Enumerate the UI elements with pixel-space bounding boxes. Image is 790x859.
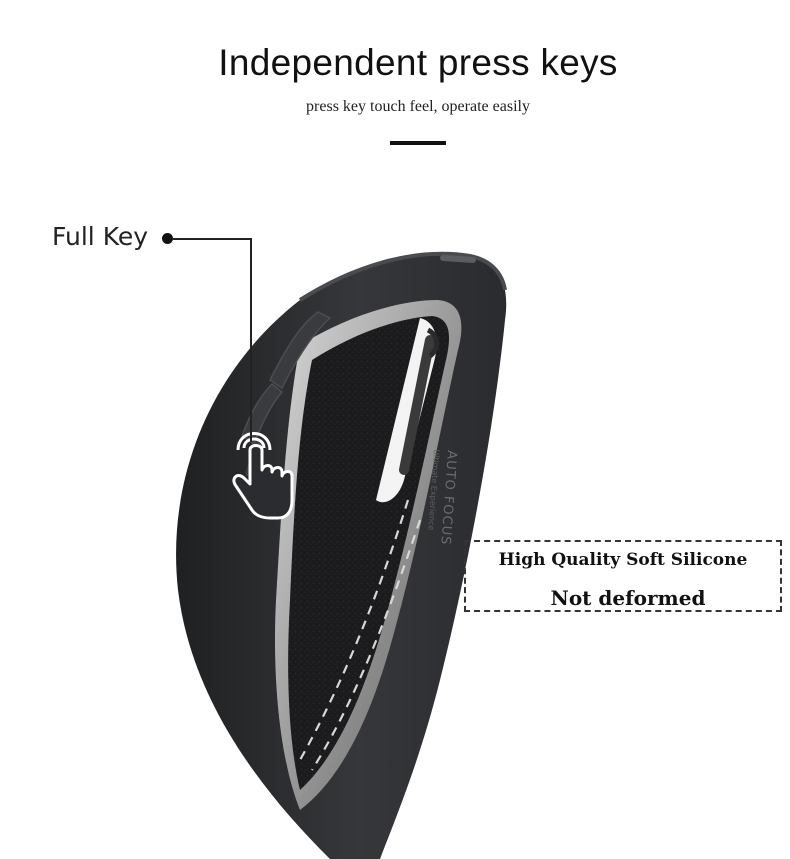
quality-badge-line2: Not deformed [550,586,706,610]
finger-tap-icon [232,432,294,520]
camera-cutout-shade [399,335,435,475]
volume-up-key [269,311,332,390]
full-key-label: Full Key [52,222,149,251]
callout-dot-icon [162,233,173,244]
callout-leader-horizontal [172,238,252,240]
callout-leader-vertical [250,238,252,442]
case-top-slot [440,254,476,264]
stitch-line-inner [311,519,422,771]
engraving-line1: AUTO FOCUS [437,450,459,546]
page-subtitle: press key touch feel, operate easily [306,98,530,115]
camera-ring [426,327,439,358]
stitch-line-outer [299,499,410,761]
quality-badge: High Quality Soft Silicone Not deformed [464,540,782,612]
title-divider [390,141,446,145]
case-top-edge [298,251,507,302]
page-title: Independent press keys [218,42,618,83]
quality-badge-line1: High Quality Soft Silicone [498,550,748,570]
